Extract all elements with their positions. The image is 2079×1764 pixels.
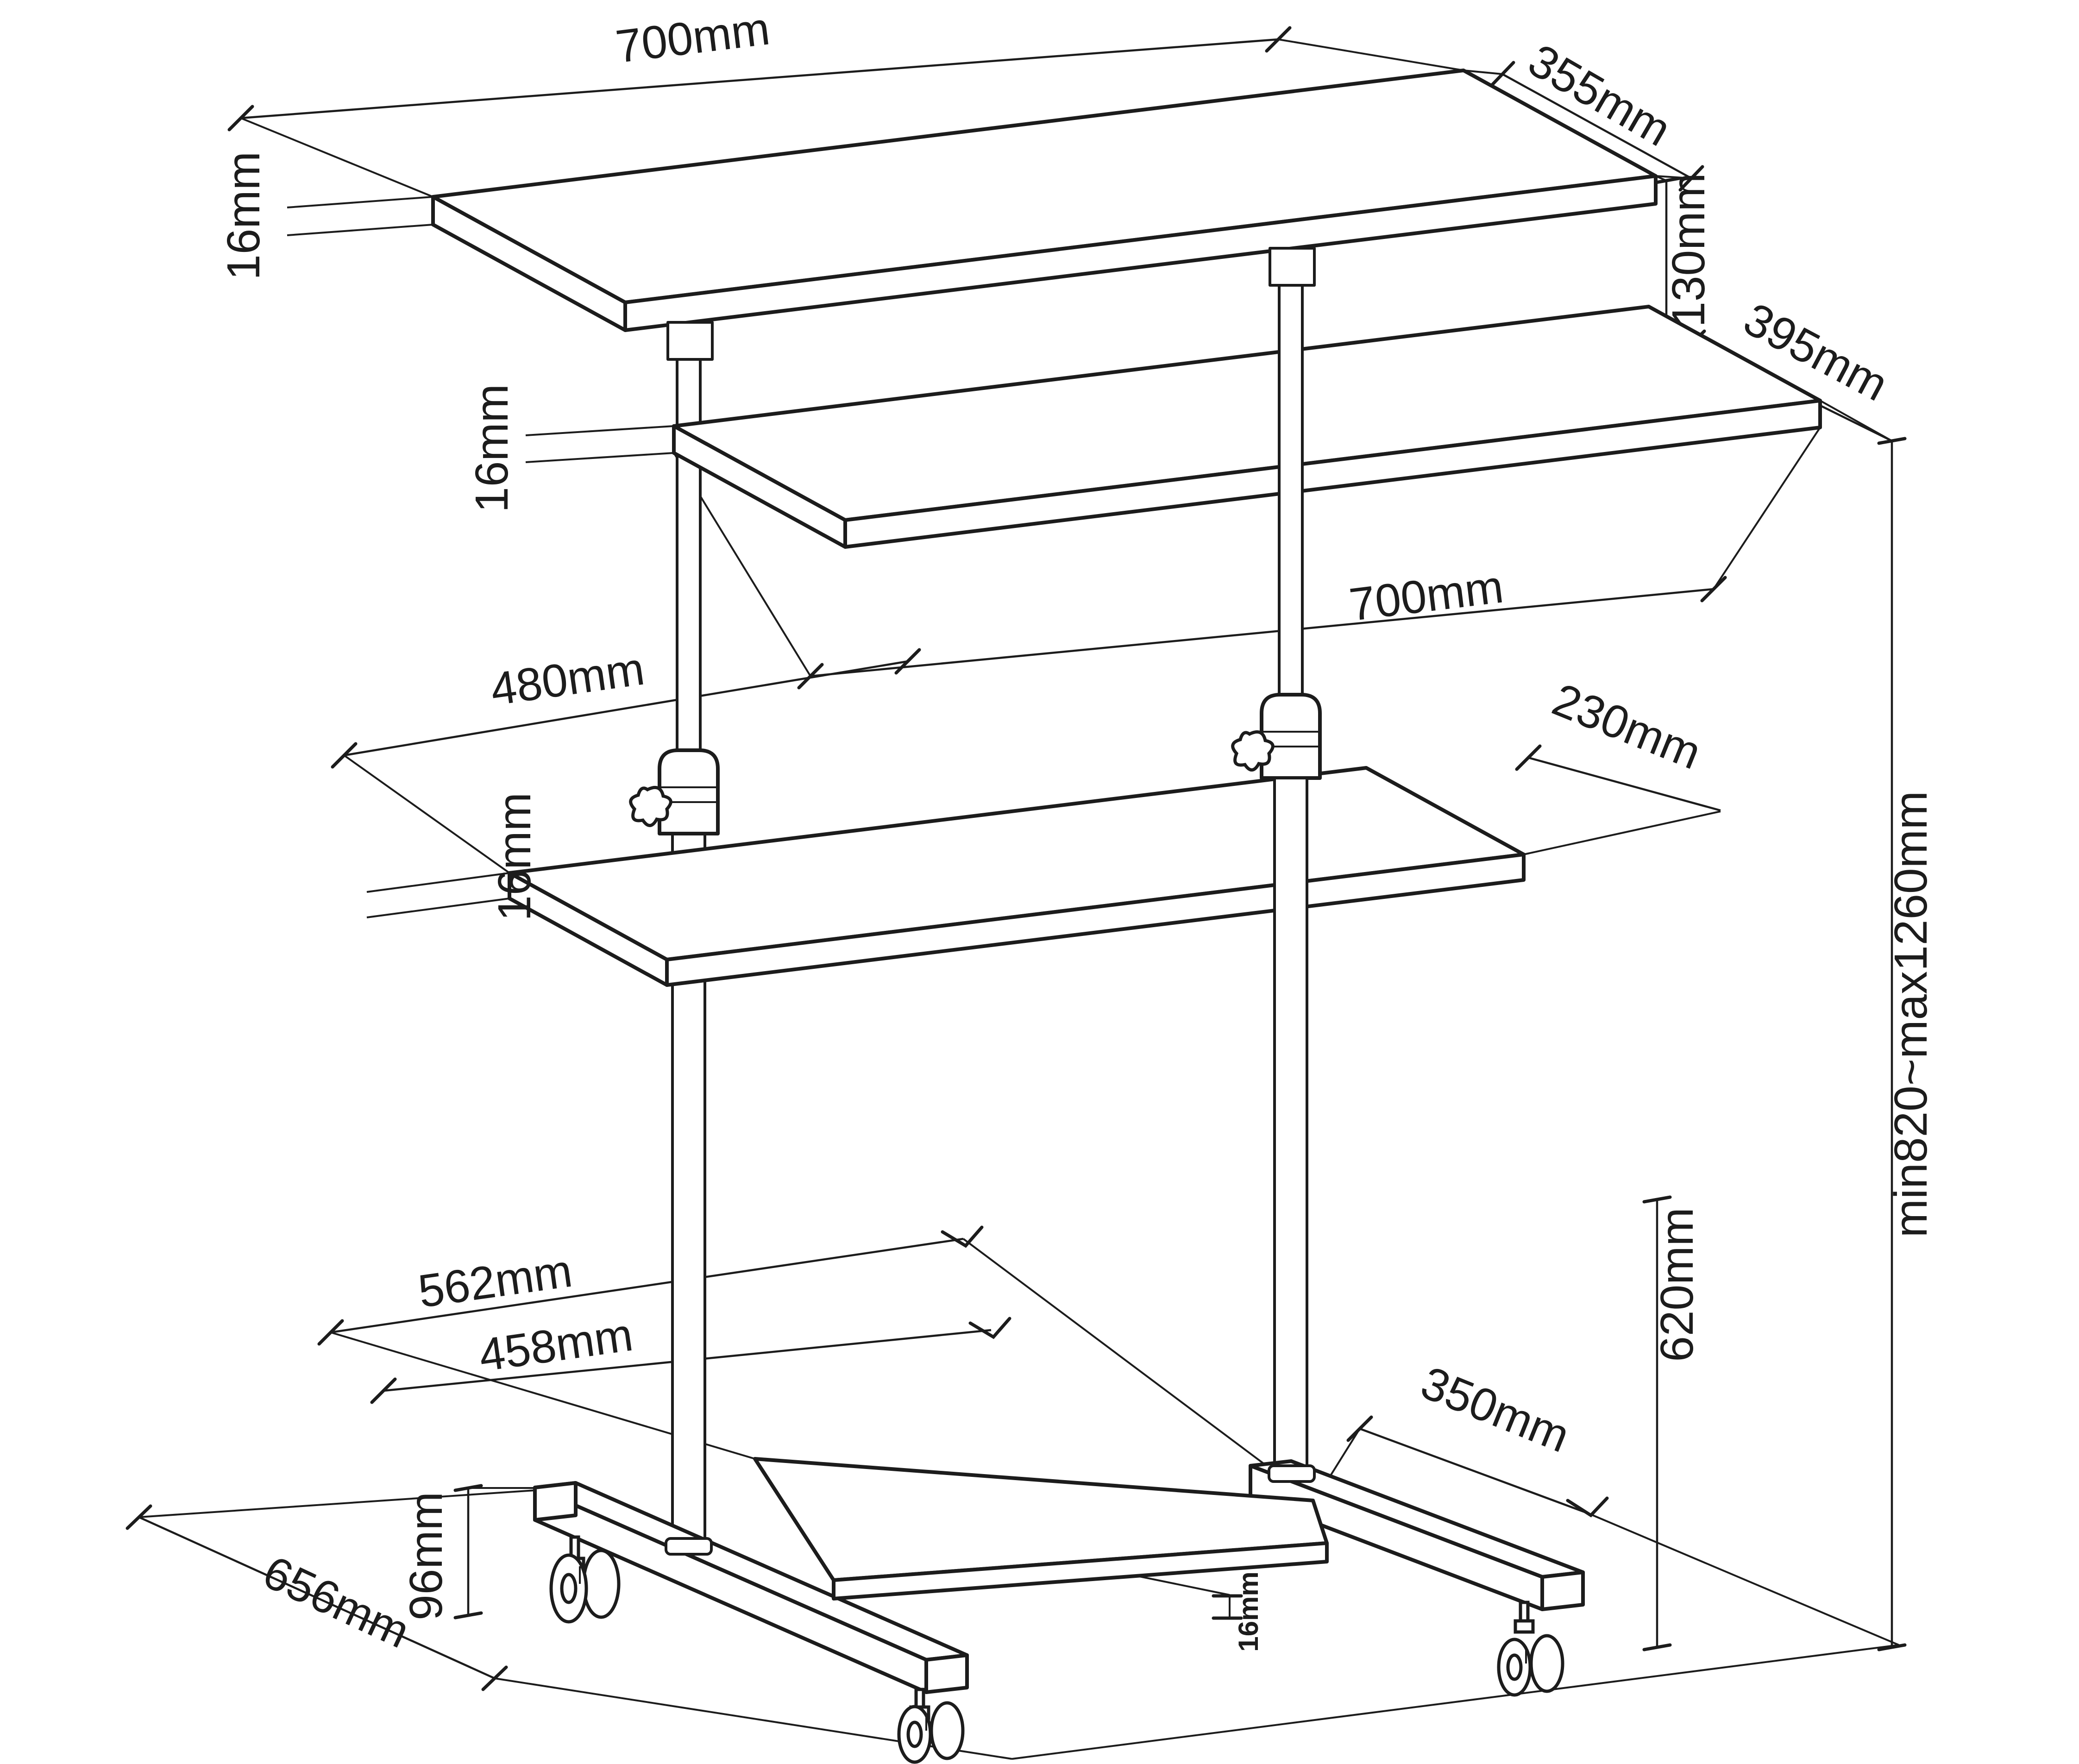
bottom-shelf [753,1457,1329,1601]
dim-lower-column-height [1642,1195,1672,1651]
dim-label-mid-shelf-width: 480mm [487,643,647,716]
dim-top-shelf-width [227,26,1464,198]
dim-top-shelf-depth [1463,61,1704,192]
mid-shelf [508,766,1526,987]
dim-label-bottom-shelf-thickness: 16mm [1233,1571,1264,1651]
right-clamp-knob-icon [1231,730,1275,772]
right-pole-lower-tube [1273,777,1308,1467]
dim-label-mid-shelf-depth: 230mm [1545,673,1708,779]
dim-keyboard-shelf-thickness [525,425,674,463]
right-clamp-collar [1231,693,1322,780]
right-pole [1231,284,1322,1467]
keyboard-shelf [672,305,1822,549]
dim-label-lower-column-height: 620mm [1651,1207,1703,1362]
dim-label-base-height: 96mm [400,1492,452,1620]
caster-rear-left [549,1535,621,1624]
dim-label-keyboard-shelf-thickness: 16mm [466,384,518,513]
dim-label-bottom-shelf-width: 562mm [415,1245,575,1318]
base-beam-right [1249,1459,1585,1611]
top-shelf [431,69,1658,361]
right-pole-upper-tube [1278,284,1304,699]
dim-label-base-length: 656mm [256,1546,418,1658]
dim-mid-shelf-thickness [366,872,510,918]
left-clamp-knob-icon [629,785,672,827]
dim-label-shelf-gap: 130mm [1663,173,1715,327]
caster-front-right [1497,1601,1564,1697]
dim-mid-shelf-width [331,648,921,874]
dim-label-bottom-shelf-inner-width: 458mm [476,1309,636,1381]
right-pole-flange [1268,1464,1316,1483]
dim-base-height [453,1484,535,1620]
right-pole-bracket [1269,247,1316,287]
left-clamp-collar [629,748,720,835]
left-pole-upper-tube [676,358,702,754]
dim-label-mid-shelf-thickness: 16mm [489,792,540,921]
dim-mid-shelf-depth [1515,744,1721,855]
base-beam-left [533,1481,969,1694]
dim-top-shelf-thickness [287,196,433,236]
dim-keyboard-shelf-width [673,427,1821,690]
dim-label-top-shelf-width: 700mm [613,2,773,73]
caster-front-left [897,1688,965,1764]
dim-label-keyboard-shelf-width: 700mm [1347,560,1507,631]
dim-label-bottom-shelf-depth: 350mm [1414,1356,1577,1463]
dim-overall-height [1877,437,1907,1651]
dim-label-overall-height-range: min820~max1260mm [1885,791,1937,1237]
base [533,1457,1585,1764]
left-pole-bracket [666,321,714,361]
dim-label-top-shelf-thickness: 16mm [218,151,270,280]
left-pole-flange [665,1537,713,1556]
